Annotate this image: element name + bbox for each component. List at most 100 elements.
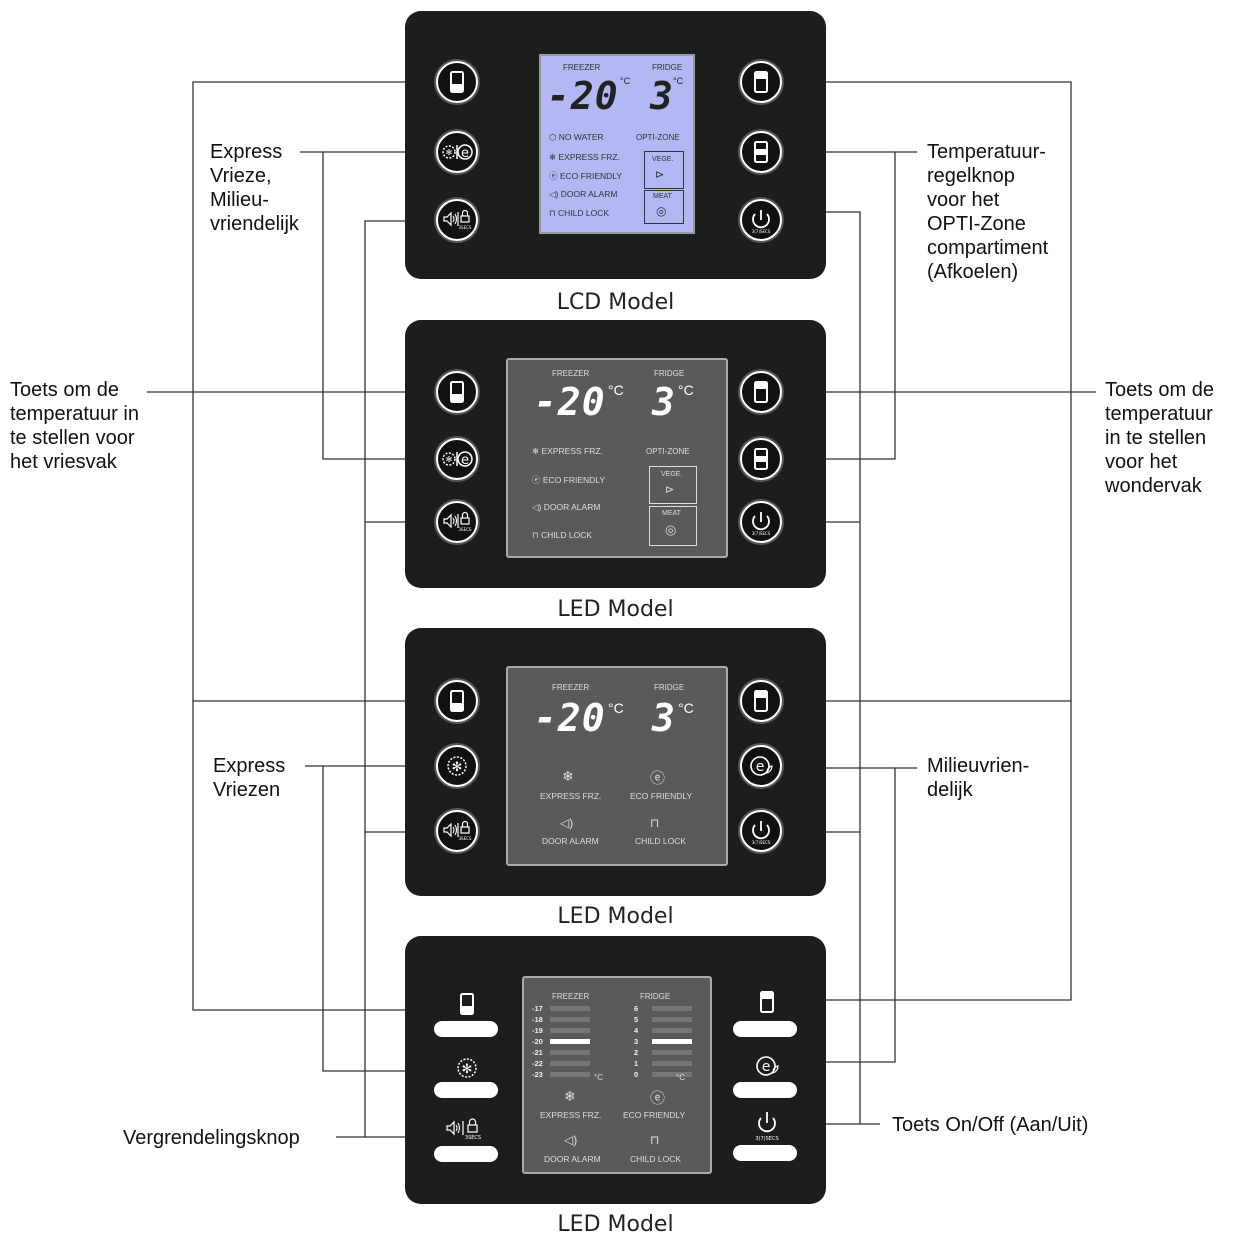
freezer-level: -23 <box>532 1070 612 1080</box>
eco-callout: Milieuvrien- delijk <box>927 755 1030 801</box>
model-caption: LCD Model <box>556 290 675 315</box>
unit-label: °C <box>608 382 624 398</box>
fridge-level-label: 0 <box>634 1070 639 1079</box>
child-lock-label: CHILD LOCK <box>630 1154 682 1164</box>
fridge-temp-button[interactable] <box>740 371 782 413</box>
vege-label: VEGE. <box>652 156 674 163</box>
unit-label: °C <box>678 700 694 716</box>
fridge-temp-button[interactable] <box>733 1021 797 1037</box>
eco-button[interactable]: e <box>740 745 782 787</box>
fridge-label: FRIDGE <box>652 63 683 72</box>
express-eco-button[interactable]: ✻e <box>436 131 478 173</box>
fridge-level: 6 <box>634 1004 709 1014</box>
lock-icon: ⊓ <box>650 816 660 830</box>
freezer-label: FREEZER <box>552 369 590 378</box>
eco-button[interactable] <box>733 1082 797 1098</box>
eco-friendly-indicator: ⓔ ECO FRIENDLY <box>532 474 605 486</box>
vege-indicator: VEGE. ⊳ <box>649 466 697 504</box>
model-caption: LED Model <box>557 904 674 929</box>
fridge-temp-value: 3 <box>652 380 676 424</box>
freezer-level-bar <box>550 1017 590 1022</box>
freezer-temp-button[interactable] <box>436 680 478 722</box>
opti-zone-connector <box>797 151 896 460</box>
express-freeze-connector <box>305 765 433 1072</box>
power-button[interactable] <box>733 1145 797 1161</box>
fridge-temp-icon <box>747 984 787 1024</box>
fridge-level: 2 <box>634 1048 709 1058</box>
fridge-level: 3 <box>634 1037 709 1047</box>
svg-text:✻: ✻ <box>446 455 453 464</box>
express-frz-label: EXPRESS FRZ. <box>540 1110 602 1120</box>
unit-label: °C <box>608 700 624 716</box>
eco-icon: ⓔ <box>650 1090 666 1107</box>
door-alarm-label: DOOR ALARM <box>544 1154 601 1164</box>
fridge-level-bar <box>652 1039 692 1044</box>
svg-text:✻: ✻ <box>446 148 453 157</box>
freezer-bar-scale: -17-18-19-20-21-22-23 <box>532 1004 612 1084</box>
carrot-icon: ⊳ <box>655 169 665 181</box>
alarm-lock-button[interactable]: 3SECS <box>436 501 478 543</box>
vege-indicator: VEGE. ⊳ <box>644 151 684 189</box>
freezer-level-bar <box>550 1061 590 1066</box>
freezer-temp-button[interactable] <box>434 1021 498 1037</box>
unit-label: °C <box>673 76 684 86</box>
fridge-level-bar <box>652 1061 692 1066</box>
alarm-lock-button[interactable] <box>434 1146 498 1162</box>
control-panel-led-3: ✻ 3SECS e 3(7)SECS FREEZER FRIDGE -17-18… <box>405 936 826 1204</box>
fridge-temp-button[interactable] <box>740 680 782 722</box>
express-freeze-button[interactable] <box>434 1082 498 1098</box>
eco-icon: ⓔ <box>650 770 666 787</box>
no-water-label: NO WATER <box>558 132 604 142</box>
lock-connector <box>364 220 433 1138</box>
opti-zone-label: OPTI-ZONE <box>636 133 680 142</box>
snowflake-icon: ❄ <box>562 768 574 784</box>
child-lock-label: CHILD LOCK <box>635 836 687 846</box>
alarm-lock-button[interactable]: 3SECS <box>436 199 478 241</box>
freezer-label: FREEZER <box>552 992 590 1001</box>
freezer-temp-value: -20 <box>547 74 619 118</box>
door-alarm-indicator: ◁) DOOR ALARM <box>549 189 617 200</box>
alarm-lock-button[interactable]: 3SECS <box>436 810 478 852</box>
power-button[interactable]: 3(7)SECS <box>740 199 782 241</box>
freezer-temp-icon <box>447 986 487 1026</box>
eco-friendly-label: ECO FRIENDLY <box>559 171 623 181</box>
fridge-level-label: 2 <box>634 1048 639 1057</box>
freezer-level-label: -22 <box>532 1059 543 1068</box>
meat-indicator: MEAT ◎ <box>649 506 697 546</box>
power-button[interactable]: 3(7)SECS <box>740 501 782 543</box>
opti-zone-button[interactable] <box>740 438 782 480</box>
freezer-temp-callout: Toets om de temperatuur in te stellen vo… <box>10 379 139 473</box>
svg-text:3SECS: 3SECS <box>459 527 472 532</box>
door-alarm-label: DOOR ALARM <box>543 502 601 512</box>
fridge-level-label: 6 <box>634 1004 639 1013</box>
fridge-temp-connector <box>797 81 1072 1001</box>
freezer-level-label: -23 <box>532 1070 543 1079</box>
svg-text:✻: ✻ <box>462 1062 473 1077</box>
fridge-temp-button[interactable] <box>740 61 782 103</box>
lock-icon: ⊓ <box>549 208 556 218</box>
opti-zone-label: OPTI-ZONE <box>646 447 690 456</box>
express-eco-button[interactable]: ✻e <box>436 438 478 480</box>
svg-text:e: e <box>461 453 469 468</box>
svg-text:✻: ✻ <box>452 760 463 775</box>
lcd-display: FREEZER FRIDGE -20 °C 3 °C ⬡ NO WATER OP… <box>539 54 695 234</box>
model-caption: LED Model <box>557 1212 674 1237</box>
freezer-level: -22 <box>532 1059 612 1069</box>
power-callout: Toets On/Off (Aan/Uit) <box>892 1114 1089 1136</box>
freezer-level-bar <box>550 1006 590 1011</box>
freezer-temp-button[interactable] <box>436 371 478 413</box>
child-lock-label: CHILD LOCK <box>541 530 593 540</box>
fridge-level-label: 3 <box>634 1037 639 1046</box>
express-frz-label: EXPRESS FRZ. <box>540 791 602 801</box>
freezer-temp-button[interactable] <box>436 61 478 103</box>
fridge-level: 1 <box>634 1059 709 1069</box>
express-freeze-button[interactable]: ✻ <box>436 745 478 787</box>
express-freeze-callout: Express Vriezen <box>213 755 286 801</box>
freezer-temp-value: -20 <box>534 696 606 740</box>
fridge-label: FRIDGE <box>640 992 671 1001</box>
power-button[interactable]: 3(7)SECS <box>740 810 782 852</box>
lock-icon: ⊓ <box>532 530 539 540</box>
opti-zone-button[interactable] <box>740 131 782 173</box>
carrot-icon: ⊳ <box>665 484 675 496</box>
